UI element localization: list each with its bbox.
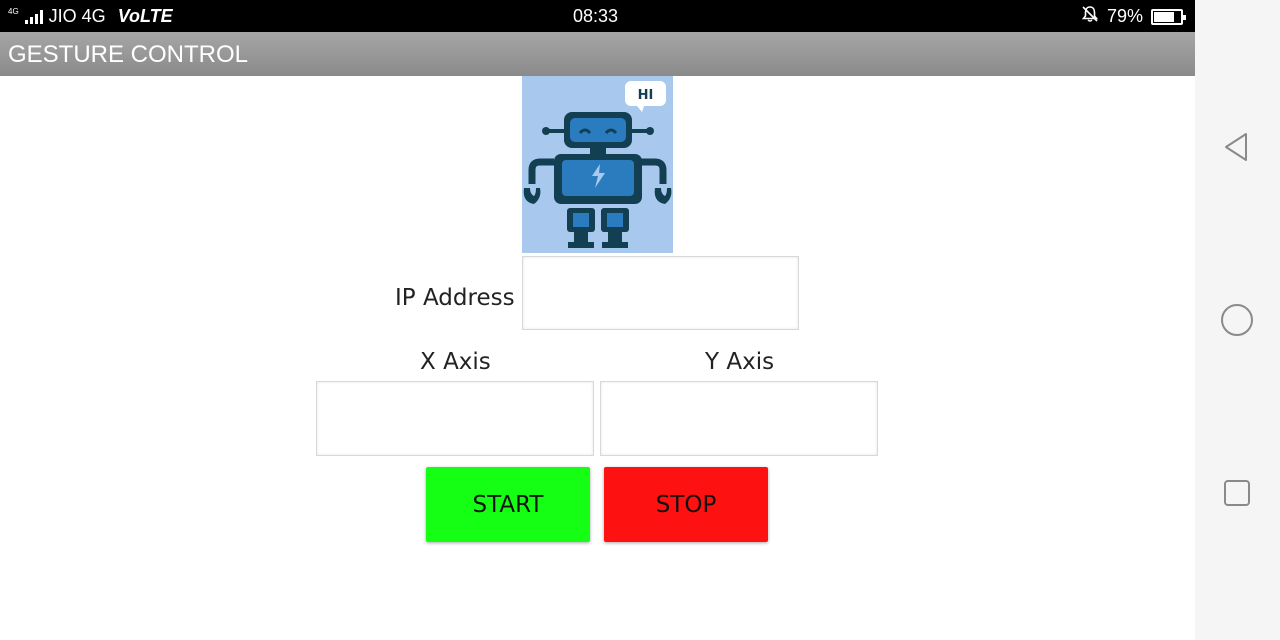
mute-bell-icon — [1081, 5, 1099, 28]
speech-bubble-text: HI — [638, 88, 654, 103]
battery-icon — [1151, 8, 1186, 25]
x-axis-input[interactable] — [316, 381, 594, 456]
battery-percent: 79% — [1106, 6, 1143, 26]
y-axis-input[interactable] — [600, 381, 878, 456]
volte-label: VoLTE — [117, 6, 173, 26]
robot-image: HI — [522, 76, 673, 253]
status-left: 4G JIO 4G VoLTE — [8, 6, 173, 27]
carrier-label: JIO 4G — [48, 6, 106, 26]
ip-address-label: IP Address — [395, 285, 515, 311]
status-right: 79% — [1081, 5, 1186, 28]
network-type-small: 4G — [8, 7, 19, 16]
speech-bubble: HI — [625, 81, 666, 112]
clock: 08:33 — [573, 6, 619, 26]
home-icon[interactable] — [1217, 300, 1257, 340]
ip-address-input[interactable] — [522, 256, 799, 330]
status-bar: 4G JIO 4G VoLTE 08:33 79% — [0, 0, 1195, 32]
navigation-bar — [1195, 0, 1280, 640]
y-axis-label: Y Axis — [705, 349, 775, 375]
x-axis-label: X Axis — [420, 349, 491, 375]
back-icon[interactable] — [1217, 127, 1257, 167]
app-bar: GESTURE CONTROL — [0, 32, 1195, 76]
stop-button[interactable]: STOP — [604, 467, 768, 542]
start-button[interactable]: START — [426, 467, 590, 542]
recents-icon[interactable] — [1217, 473, 1257, 513]
signal-icon — [24, 9, 43, 24]
robot-illustration: HI — [522, 76, 673, 253]
battery-fill — [1154, 11, 1174, 22]
app-title: GESTURE CONTROL — [8, 41, 249, 68]
